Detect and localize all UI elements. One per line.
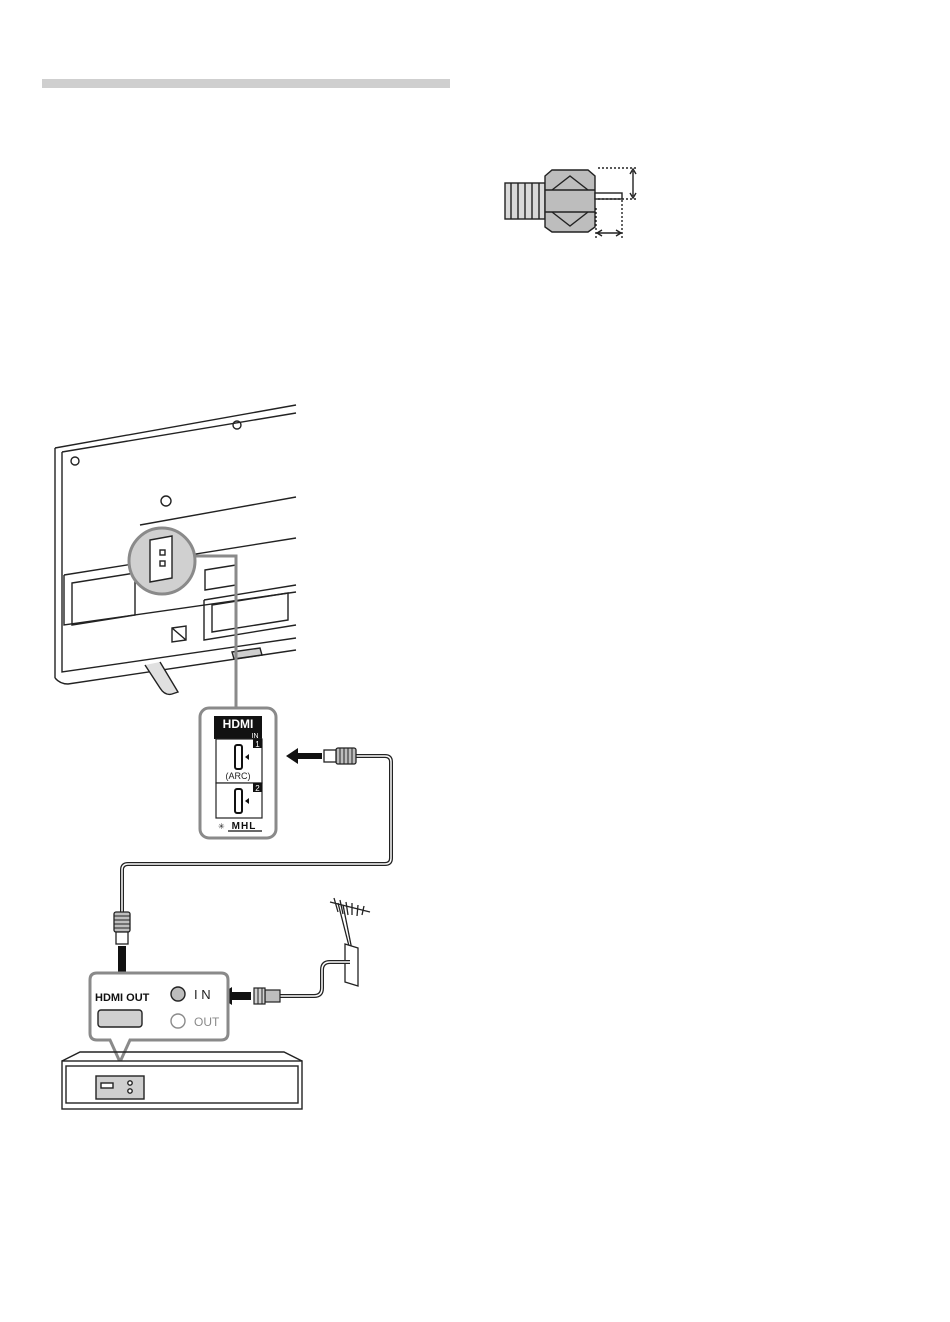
mhl-icon: ✳	[218, 822, 225, 831]
hdmi-out-label: HDMI OUT	[95, 992, 150, 1004]
antenna-in-label: I N	[194, 987, 211, 1002]
antenna-in-jack	[171, 987, 185, 1001]
hdmi-port1-caption: (ARC)	[226, 771, 251, 781]
hdmi-logo: HDMI	[223, 717, 254, 731]
antenna-out-jack	[171, 1014, 185, 1028]
recorder-callout-panel: HDMI OUT I N OUT	[90, 973, 228, 1062]
antenna-cable	[254, 962, 350, 1004]
recorder-device	[62, 1052, 302, 1109]
hdmi-in-arrow	[286, 748, 322, 764]
antenna-icon	[330, 898, 370, 986]
hdmi-port-2	[235, 789, 242, 813]
tv-rear-view	[55, 405, 296, 708]
coaxial-plug-illustration	[505, 168, 636, 238]
antenna-out-label: OUT	[194, 1015, 220, 1029]
hdmi-port-1	[235, 745, 242, 769]
hdmi-out-port	[98, 1010, 142, 1027]
hdmi-port2-number: 2	[255, 784, 260, 793]
mhl-label: MHL	[232, 821, 257, 832]
hdmi-port1-number: 1	[255, 740, 260, 749]
hdmi-input-panel: HDMI IN 1 (ARC) 2 ✳ MHL	[200, 708, 276, 838]
